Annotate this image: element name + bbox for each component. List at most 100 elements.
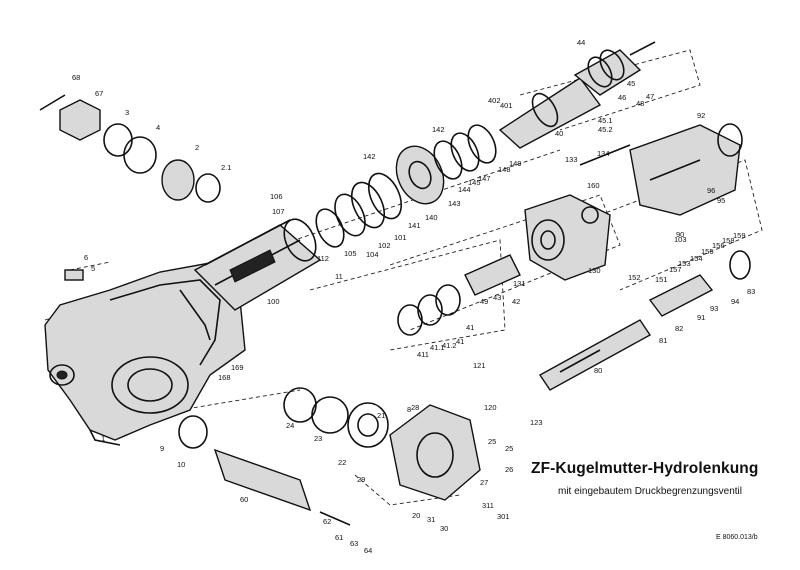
part-label: 107 <box>272 207 285 216</box>
part-label: 42 <box>512 297 520 306</box>
part-label: 155 <box>701 247 714 256</box>
part-label: 45.1 <box>598 116 613 125</box>
part-label: 61 <box>335 533 343 542</box>
part-label: 104 <box>366 250 379 259</box>
part-label: 23 <box>314 434 322 443</box>
part-label: 63 <box>350 539 358 548</box>
valve-body <box>524 194 611 281</box>
part-label: 131 <box>513 279 526 288</box>
part-label: 156 <box>712 241 725 250</box>
part-label: 41.1 <box>430 343 445 352</box>
part-label: 402 <box>488 96 501 105</box>
part-label: 140 <box>425 213 438 222</box>
document-reference: E 8060.013/b <box>716 534 758 541</box>
part-label: 62 <box>323 517 331 526</box>
part-label: 151 <box>655 275 668 284</box>
part-label: 145 <box>468 178 481 187</box>
part-label: 25 <box>505 444 513 453</box>
part-label: 1 <box>101 434 105 443</box>
part-label: 48 <box>636 99 644 108</box>
part-label: 24 <box>286 421 294 430</box>
part-label: 93 <box>710 304 718 313</box>
part-label: 5 <box>91 264 95 273</box>
part-label: 401 <box>500 101 513 110</box>
part-label: 49 <box>480 297 488 306</box>
lower-shaft <box>178 415 351 526</box>
worm-shaft <box>538 250 751 391</box>
part-label: 112 <box>317 254 329 263</box>
part-label: 311 <box>482 501 494 510</box>
part-label: 96 <box>707 186 715 195</box>
part-label: 11 <box>335 272 343 281</box>
part-label: 149 <box>509 159 522 168</box>
part-label: 81 <box>659 336 667 345</box>
input-shaft <box>498 41 656 149</box>
part-label: 142 <box>363 152 376 161</box>
part-label: 10 <box>177 460 185 469</box>
part-label: 101 <box>394 233 407 242</box>
part-label: 102 <box>378 241 391 250</box>
part-label: 152 <box>628 273 641 282</box>
part-labels: 44 68 67 3 4 2 2.1 402 401 45 47 48 46 4… <box>72 38 755 555</box>
part-label: 68 <box>72 73 80 82</box>
part-label: 21 <box>377 411 385 420</box>
part-label: 82 <box>675 324 683 333</box>
part-label: 105 <box>344 249 357 258</box>
part-label: 6 <box>84 253 88 262</box>
part-label: 95 <box>717 196 725 205</box>
pump-cover <box>579 123 743 216</box>
part-label: 106 <box>270 192 283 201</box>
part-label: 92 <box>697 111 705 120</box>
cylinder-tube <box>193 218 322 311</box>
part-label: 159 <box>733 231 746 240</box>
part-label: 20 <box>412 511 420 520</box>
part-label: 27 <box>480 478 488 487</box>
piston-assembly <box>315 124 497 248</box>
part-label: 91 <box>697 313 705 322</box>
lower-cover <box>283 387 481 501</box>
part-label: 4 <box>156 123 160 132</box>
part-label: 133 <box>565 155 578 164</box>
part-label: 301 <box>497 512 510 521</box>
part-label: 160 <box>587 181 600 190</box>
part-label: 143 <box>448 199 461 208</box>
part-label: 100 <box>267 297 280 306</box>
part-label: 46 <box>618 93 626 102</box>
part-label: 83 <box>747 287 755 296</box>
part-label: 28 <box>411 403 419 412</box>
part-label: 141 <box>408 221 421 230</box>
part-label: 80 <box>594 366 602 375</box>
part-label: 67 <box>95 89 103 98</box>
part-label: 154 <box>690 254 703 263</box>
part-label: 120 <box>484 403 497 412</box>
part-label: 94 <box>731 297 739 306</box>
part-label: 2 <box>195 143 199 152</box>
part-label: 8 <box>407 405 411 414</box>
part-label: 26 <box>505 465 513 474</box>
part-label: 40 <box>555 129 563 138</box>
part-label: 123 <box>530 418 543 427</box>
part-label: 45.2 <box>598 125 613 134</box>
part-label: 142 <box>432 125 445 134</box>
part-label: 148 <box>498 165 511 174</box>
part-label: 9 <box>160 444 164 453</box>
part-label: 144 <box>458 185 471 194</box>
part-label: 157 <box>669 265 682 274</box>
part-label: 29 <box>357 475 365 484</box>
part-label: 134 <box>597 149 610 158</box>
piston-rings <box>397 254 521 336</box>
part-label: 130 <box>588 266 601 275</box>
part-label: 147 <box>478 174 491 183</box>
part-label: 103 <box>674 235 687 244</box>
part-label: 45 <box>627 79 635 88</box>
part-label: 30 <box>440 524 448 533</box>
part-label: 64 <box>364 546 372 555</box>
part-label: 90 <box>676 230 684 239</box>
part-label: 158 <box>722 236 735 245</box>
part-label: 25 <box>488 437 496 446</box>
part-label: 44 <box>577 38 585 47</box>
part-label: 41 <box>466 323 474 332</box>
upper-left-parts <box>39 94 221 281</box>
diagram-title: ZF-Kugelmutter-Hydrolenkung <box>531 460 759 477</box>
steering-housing <box>44 261 246 446</box>
